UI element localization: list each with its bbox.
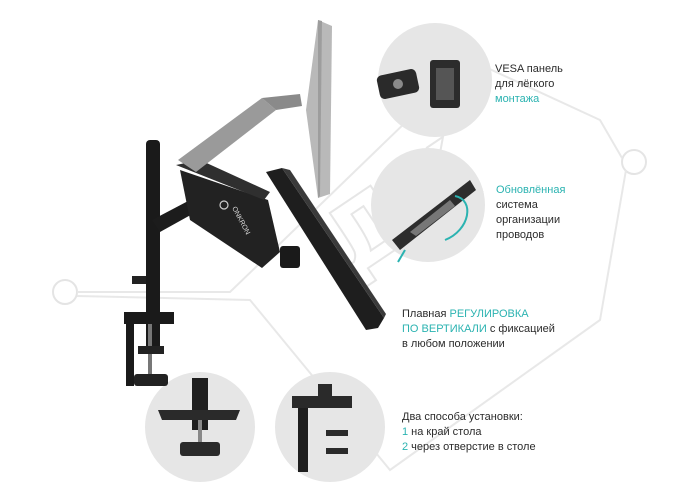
mounting-option-number: 2	[402, 441, 409, 453]
monitor-upper-image	[306, 20, 332, 198]
height-line3: в любом положении	[402, 338, 505, 350]
vesa-plate-image	[376, 60, 460, 108]
height-line2-accent: ПО ВЕРТИКАЛИ	[402, 323, 487, 335]
mounting-option-text: через отверстие в столе	[408, 441, 536, 453]
height-line1: Плавная РЕГУЛИРОВКА	[402, 307, 555, 322]
height-caption: Плавная РЕГУЛИРОВКА ПО ВЕРТИКАЛИ с фикса…	[402, 307, 555, 352]
height-line2: ПО ВЕРТИКАЛИ с фиксацией	[402, 322, 555, 337]
cable-line2: система	[496, 199, 538, 211]
mounting-option: 2 через отверстие в столе	[402, 440, 536, 455]
cable-caption: Обновлённая система организации проводов	[496, 183, 565, 243]
height-line2-suffix: с фиксацией	[486, 323, 555, 335]
mounting-option-number: 1	[402, 426, 409, 438]
cable-management-image	[392, 180, 476, 263]
vesa-line3: монтажа	[495, 93, 540, 105]
cable-circle	[371, 148, 485, 262]
cable-line3: организации	[496, 214, 561, 226]
height-line1-accent: РЕГУЛИРОВКА	[449, 308, 529, 320]
mounting-option: 1 на край стола	[402, 425, 536, 440]
desk-grommet-image	[292, 384, 352, 472]
cable-line4: проводов	[496, 229, 545, 241]
cable-line1: Обновлённая	[496, 184, 566, 196]
desk-clamp-image	[158, 378, 240, 456]
monitor-arm-image: ONKRON	[124, 94, 302, 386]
vesa-line1: VESA панель	[495, 63, 563, 75]
pole	[146, 140, 160, 350]
vesa-line2: для лёгкого	[495, 78, 555, 90]
mounting-option-text: на край стола	[408, 426, 482, 438]
monitor-lower-image	[266, 168, 386, 330]
height-line1-prefix: Плавная	[402, 308, 450, 320]
vesa-caption: VESA панель для лёгкого монтажа	[495, 62, 563, 107]
mounting-caption: Два способа установки: 1 на край стола 2…	[402, 410, 536, 455]
mounting-title: Два способа установки:	[402, 411, 523, 423]
